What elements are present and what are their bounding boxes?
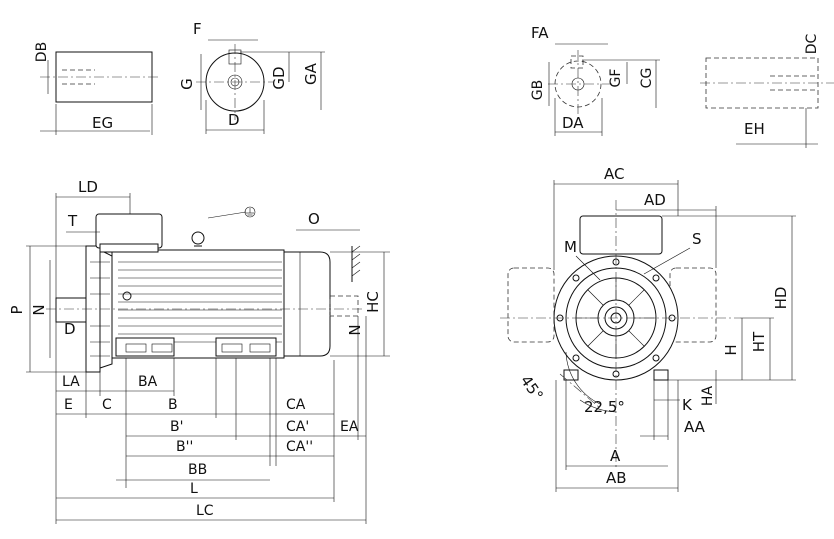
label-dc: DC [804,34,820,55]
terminal-box-left-alt [507,267,555,343]
label-ga: GA [302,62,320,85]
label-a: A [610,447,621,465]
label-angle-45: 45° [517,372,547,404]
label-ea: EA [340,419,359,435]
second-shaft-side-view: DC EH [700,34,834,148]
label-hc: HC [364,291,382,313]
label-eg: EG [92,114,113,132]
label-g: G [178,78,196,90]
motor-front-view: AC AD M S HD HT H HA K AA A AB [500,165,796,492]
front-foot-right [653,369,669,381]
label-angle-22-5: 22,5° [584,398,625,416]
label-gb: GB [530,80,546,100]
label-da: DA [562,114,584,132]
label-cg: CG [639,68,655,89]
label-b: B [168,397,178,413]
label-aa: AA [684,418,706,436]
terminal-box-top [579,215,663,255]
length-dimensions [55,316,367,524]
label-c: C [102,397,112,413]
label-n-right: N [346,324,364,335]
label-la: LA [62,374,80,390]
label-d-top: D [228,111,240,129]
label-bb: BB [188,462,207,478]
second-shaft-end [329,295,359,317]
label-ba: BA [138,374,158,390]
label-ca-double-prime: CA'' [286,439,313,455]
label-gf: GF [608,69,624,88]
label-s: S [692,230,702,248]
label-f: F [193,20,202,38]
label-ac: AC [604,165,624,183]
terminal-box [95,213,163,249]
foot-left [115,337,175,357]
label-l: L [190,481,198,497]
fan-cover [283,251,331,357]
front-foot-left [563,369,579,381]
earth-ground-icon [207,206,256,219]
label-ab: AB [606,469,627,487]
shaft-end-side-view: DB EG [34,42,158,135]
second-shaft-cross-section: FA GB GF CG DA [530,24,660,136]
label-d-left: D [64,320,76,338]
label-o: O [308,210,320,228]
label-ca: CA [286,397,306,413]
label-t: T [67,212,78,230]
main-shaft [55,297,87,323]
label-b-prime: B' [170,419,183,435]
label-n-left: N [30,304,48,315]
label-ha: HA [700,386,716,407]
label-m: M [564,238,577,256]
label-gd: GD [270,66,288,89]
label-p: P [8,305,26,314]
lifting-eye [191,231,205,245]
label-ld: LD [78,178,98,196]
foot-right [215,337,277,357]
label-b-double-prime: B'' [176,439,193,455]
label-fa: FA [531,24,549,42]
motor-side-view: LD T O P N D N HC [8,178,390,524]
label-db: DB [34,42,50,62]
label-lc: LC [196,503,214,519]
label-eh: EH [744,120,765,138]
label-e: E [64,397,73,413]
shaft-cross-section: F G GD GA D [178,20,325,134]
label-h: H [722,344,740,355]
label-ht: HT [750,331,768,352]
label-ad: AD [644,191,666,209]
label-k: K [682,396,693,414]
label-ca-prime: CA' [286,419,309,435]
label-hd: HD [772,287,790,310]
